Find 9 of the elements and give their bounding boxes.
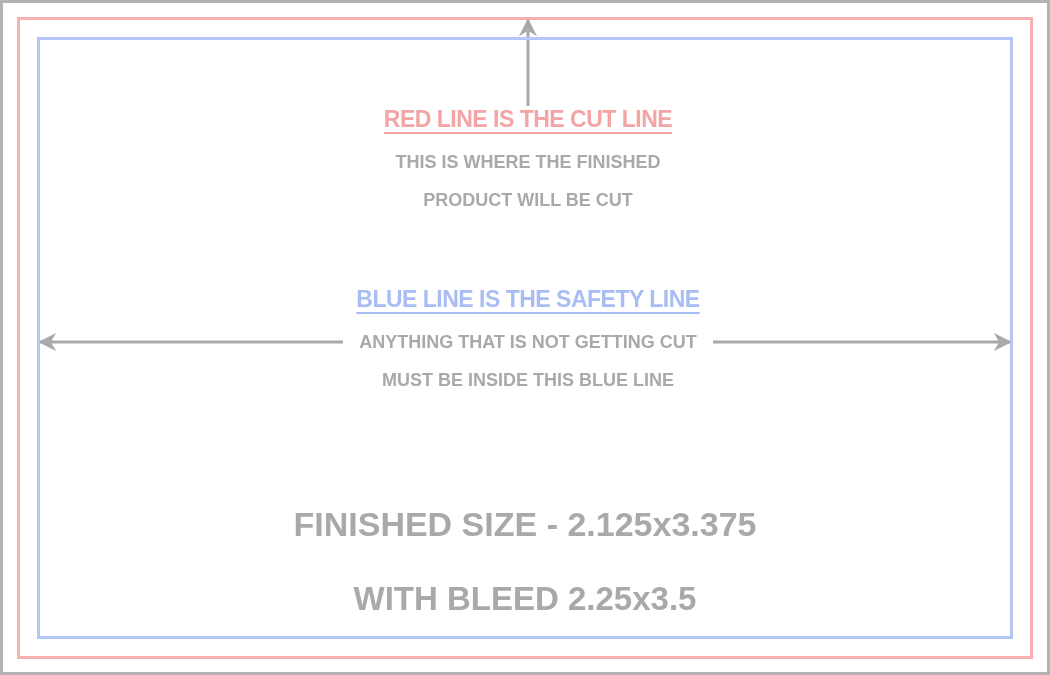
description-text: ANYTHING THAT IS NOT GETTING CUT MUST BE INSIDE THIS BLUE LINE [358, 331, 698, 392]
arrow [38, 333, 343, 351]
description-text: THIS IS WHERE THE FINISHED PRODUCT WILL BE CUT [394, 151, 662, 212]
heading: RED LINE IS THE CUT LINE [383, 106, 673, 133]
size-note: WITH BLEED 2.25x3.5 [353, 580, 697, 618]
heading: BLUE LINE IS THE SAFETY LINE [356, 286, 700, 313]
arrow [713, 333, 1012, 351]
arrow [519, 18, 537, 106]
size-note: FINISHED SIZE - 2.125x3.375 [293, 505, 757, 544]
